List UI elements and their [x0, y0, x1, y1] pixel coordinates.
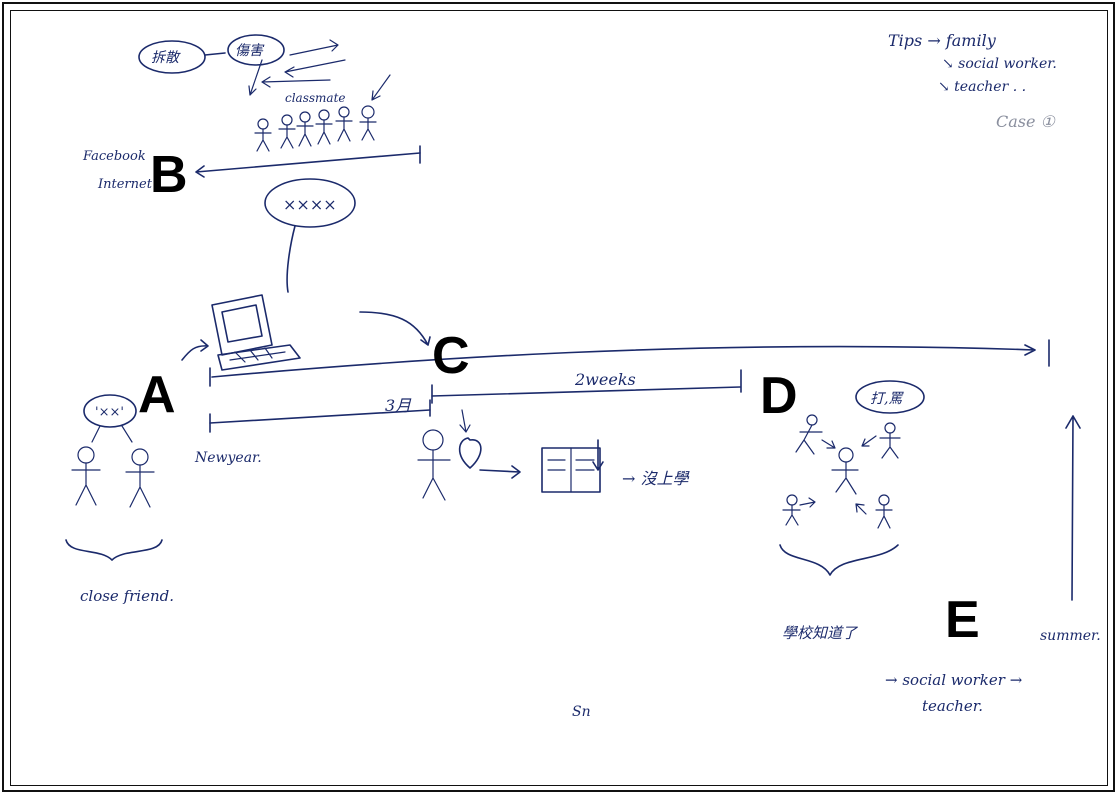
marker-d: D [760, 367, 798, 425]
teacher-label: teacher. [922, 697, 983, 715]
group-arrow-2 [862, 436, 876, 446]
three-months-label: 3月 [385, 396, 412, 415]
facebook-label: Facebook [82, 149, 146, 164]
social-worker-label: → social worker → [885, 671, 1023, 689]
close-friend-brace [66, 540, 162, 560]
classmates-group [255, 106, 376, 151]
marker-c: C [432, 327, 470, 385]
two-weeks-label: 2weeks [574, 370, 636, 389]
group-arrow-1 [822, 440, 835, 448]
group-bubble-text: 打,罵 [870, 391, 904, 407]
book-icon [542, 440, 603, 492]
marker-e: E [945, 591, 980, 649]
tips-teacher: ↘ teacher . . [938, 79, 1026, 95]
stop-school-label: → 沒上學 [622, 469, 690, 488]
sn-mark: Sn [572, 704, 591, 720]
newyear-label: Newyear. [194, 450, 262, 466]
marker-b: B [150, 146, 188, 204]
classmate-label: classmate [285, 91, 346, 105]
a-to-computer-arrow [182, 340, 208, 360]
summer-label: summer. [1040, 628, 1101, 644]
tips-social-worker: ↘ social worker. [942, 56, 1057, 72]
case-label: Case ① [996, 112, 1057, 131]
close-friend-label: close friend. [80, 587, 174, 605]
pair-bubble-text: '××' [95, 405, 124, 420]
close-friend-figures [72, 447, 154, 507]
bubble-connector [205, 53, 225, 55]
summer-arrow [1066, 416, 1080, 600]
heart-icon [460, 438, 481, 468]
bully-group-figures [783, 415, 900, 528]
group-brace [780, 545, 898, 575]
group-arrow-3 [800, 498, 815, 507]
computer-icon [212, 295, 300, 370]
internet-arrow [196, 153, 420, 177]
tips-note: Tips → family [888, 31, 997, 50]
bubble-left-text: 拆散 [151, 50, 181, 66]
computer-bubble-text: ×××× [283, 195, 337, 214]
bubble-right-text: 傷害 [235, 43, 265, 59]
school-knows-label: 學校知道了 [782, 624, 859, 642]
computer-to-c-arrow [360, 312, 430, 345]
pair-bubble-tails [92, 426, 132, 442]
to-book-arrow [480, 466, 520, 478]
victim-figure [418, 430, 450, 500]
heart-arrow [460, 410, 470, 432]
group-arrow-4 [856, 504, 866, 514]
internet-label: Internet [97, 177, 153, 192]
computer-bubble-tail [287, 226, 295, 292]
marker-a: A [138, 366, 176, 424]
